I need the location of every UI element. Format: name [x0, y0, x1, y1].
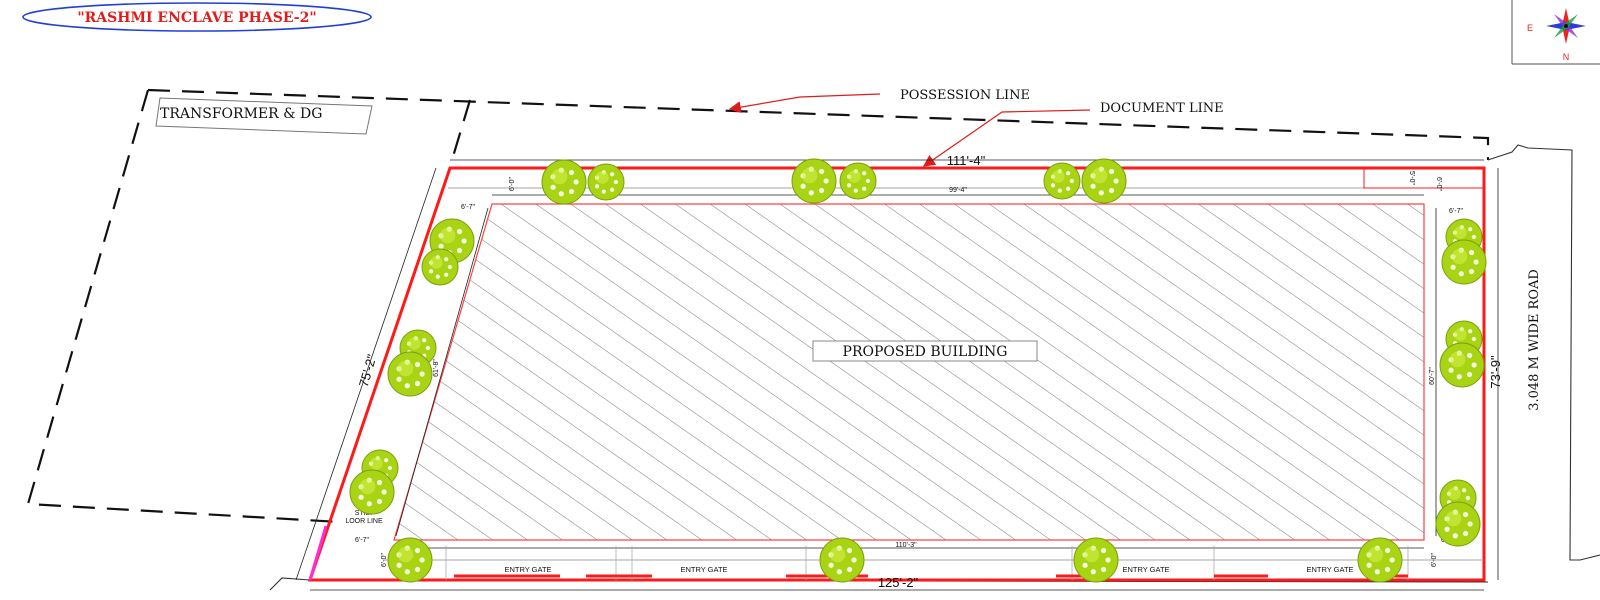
- document-line-callout: DOCUMENT LINE: [923, 101, 1224, 167]
- tree-icon: [387, 537, 433, 583]
- tree-icon: [791, 158, 837, 204]
- entry-gates: ENTRY GATE ENTRY GATE ENTRY GATE ENTRY G…: [445, 546, 1409, 580]
- tree-icon: [1073, 537, 1119, 583]
- tree-icon: [387, 351, 433, 397]
- tree-icon: [839, 162, 877, 200]
- document-line-label: DOCUMENT LINE: [1100, 101, 1224, 116]
- tree-icon: [1043, 162, 1081, 200]
- possession-line-callout: POSSESSION LINE: [728, 88, 1030, 114]
- proposed-building-label: PROPOSED BUILDING: [843, 344, 1008, 360]
- dim-inner-right: 60'-7": [1429, 367, 1436, 385]
- dim-small-top-right: 6'-0": [1435, 177, 1442, 191]
- dimension-lines: [295, 159, 1499, 591]
- tree-icon: [1357, 537, 1403, 583]
- dim-right: 73'-9": [1488, 355, 1503, 389]
- dim-bottom: 125'-2": [878, 575, 919, 590]
- dim-small-bottom-left: 6'-0": [381, 553, 388, 567]
- dim-small-top-left: 6'-0": [509, 177, 516, 191]
- compass-icon: E N: [1511, 0, 1600, 65]
- tree-icon: [1441, 239, 1487, 285]
- entry-gate-label: ENTRY GATE: [1306, 565, 1353, 574]
- tree-icon: [1081, 158, 1127, 204]
- project-title: "RASHMI ENCLAVE PHASE-2": [22, 2, 372, 32]
- tree-icon: [421, 248, 459, 286]
- dim-setback-bottom-left: 6'-7": [355, 537, 369, 544]
- entry-gate-label: ENTRY GATE: [504, 565, 551, 574]
- stilt-floor-line-label: STILT LOOR LINE: [345, 510, 383, 525]
- tree-icon: [1435, 501, 1481, 547]
- proposed-building: PROPOSED BUILDING: [393, 203, 1425, 541]
- compass-north-label: N: [1563, 52, 1570, 62]
- compass-east-label: E: [1527, 23, 1533, 33]
- entry-gate-label: ENTRY GATE: [680, 565, 727, 574]
- dim-small-bottom-right: 6'-0": [1431, 553, 1438, 567]
- tree-icon: [587, 163, 625, 201]
- road-label: 3.048 M WIDE ROAD: [1527, 269, 1542, 411]
- transformer-dg-label: TRANSFORMER & DG: [160, 106, 322, 122]
- tree-icon: [349, 469, 395, 515]
- dim-setback-top-left: 6'-7": [461, 204, 475, 211]
- dim-corner-box: 5'-0": [1408, 171, 1415, 185]
- dim-inner-top: 99'-4": [949, 187, 967, 194]
- dim-top: 111'-4": [947, 153, 986, 168]
- possession-line: TRANSFORMER & DG: [26, 88, 1490, 524]
- trees-layer: [349, 158, 1487, 583]
- title-text: "RASHMI ENCLAVE PHASE-2": [77, 10, 316, 26]
- entry-gate-label: ENTRY GATE: [1122, 565, 1169, 574]
- tree-icon: [1439, 342, 1485, 388]
- tree-icon: [819, 537, 865, 583]
- possession-line-label: POSSESSION LINE: [900, 88, 1030, 103]
- svg-text:LOOR LINE: LOOR LINE: [345, 518, 383, 525]
- tree-icon: [541, 159, 587, 205]
- svg-text:STILT: STILT: [355, 510, 374, 517]
- dim-inner-bottom: 110'-3": [895, 542, 917, 549]
- dim-setback-top-right: 6'-7": [1449, 208, 1463, 215]
- dim-inner-left: 61'-8": [433, 359, 440, 377]
